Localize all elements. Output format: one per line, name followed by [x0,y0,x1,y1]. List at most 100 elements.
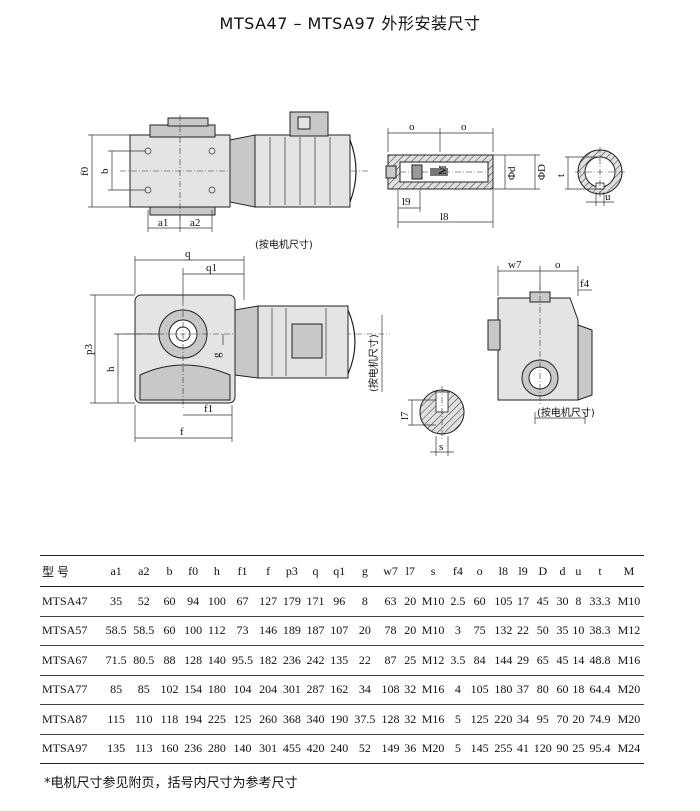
value-cell: 18 [570,675,587,705]
value-cell: 132 [491,616,516,646]
header-cell: f1 [228,555,257,587]
value-cell: 104 [228,675,257,705]
value-cell: 125 [228,704,257,735]
value-cell: 236 [280,645,304,676]
value-cell: 260 [256,704,280,735]
value-cell: 20 [402,586,419,617]
header-cell: a2 [129,555,158,587]
value-cell: 30 [554,586,571,617]
value-cell: 187 [303,616,328,646]
shaft-end-view: t u [555,147,625,206]
value-cell: 64.4 [586,675,614,705]
label-a1: a1 [158,217,168,229]
value-cell: 120 [530,734,555,764]
header-cell: f0 [181,555,205,587]
value-cell: 146 [256,616,280,646]
header-cell: g [351,555,379,587]
label-p3: p3 [83,344,95,356]
value-cell: 180 [204,675,229,705]
value-cell: 140 [204,645,229,676]
value-cell: 95.4 [586,734,614,764]
label-phi-d: Φd [506,166,518,180]
dimension-table: 型 号 a1 a2 b f0 h f1 f p3 q q1 g w7 l7 s … [40,555,644,764]
value-cell: 301 [256,734,280,764]
value-cell: 105 [467,675,492,705]
label-h: h [105,366,117,372]
value-cell: 67 [228,586,257,617]
value-cell: 17 [515,586,531,617]
value-cell: 90 [554,734,571,764]
value-cell: 182 [256,645,280,676]
value-cell: 255 [491,734,516,764]
header-cell: a1 [102,555,130,587]
value-cell: 128 [378,704,403,735]
label-q1: q1 [206,262,217,274]
value-cell: M20 [613,704,644,735]
value-cell: 162 [327,675,352,705]
label-g: g [211,352,223,358]
label-l9: l9 [402,196,411,208]
value-cell: 65 [530,645,555,676]
side-view: w7 o f4 (按电机尺寸) [487,259,595,424]
value-cell: 48.8 [586,645,614,676]
header-cell: w7 [378,555,403,587]
value-cell: 171 [303,586,328,617]
dimension-drawings: f0 b a1 a2 (按电机尺寸) o o M Φd ΦD [79,111,625,456]
value-cell: 84 [467,645,492,676]
header-cell: p3 [280,555,304,587]
header-cell: f [256,555,280,587]
value-cell: 60 [554,675,571,705]
value-cell: 25 [402,645,419,676]
value-cell: 87 [378,645,403,676]
value-cell: 85 [102,675,130,705]
value-cell: 115 [102,704,130,735]
value-cell: 225 [204,704,229,735]
value-cell: 70 [554,704,571,735]
front-view: q q1 p3 h g f1 f (按电机尺寸) [83,248,390,442]
label-l7: l7 [399,411,411,420]
header-cell: D [530,555,555,587]
value-cell: 160 [157,734,182,764]
value-cell: 3 [448,616,468,646]
value-cell: 22 [351,645,379,676]
label-u: u [605,191,611,203]
value-cell: 45 [530,586,555,617]
value-cell: 45 [554,645,571,676]
value-cell: 194 [181,704,205,735]
motor-note-top: (按电机尺寸) [255,238,313,251]
label-a2: a2 [190,217,200,229]
value-cell: 105 [491,586,516,617]
footnote: *电机尺寸参见附页，括号内尺寸为参考尺寸 [44,776,298,791]
value-cell: 96 [327,586,352,617]
value-cell: 52 [351,734,379,764]
value-cell: M12 [613,616,644,646]
value-cell: 287 [303,675,328,705]
value-cell: 20 [402,616,419,646]
value-cell: 8 [570,586,587,617]
header-cell: l7 [402,555,419,587]
value-cell: 154 [181,675,205,705]
value-cell: M10 [418,616,449,646]
value-cell: 74.9 [586,704,614,735]
value-cell: 368 [280,704,304,735]
value-cell: 95.5 [228,645,257,676]
label-f: f [180,426,184,438]
value-cell: 140 [228,734,257,764]
value-cell: 5 [448,734,468,764]
model-cell: MTSA87 [40,704,103,735]
value-cell: 240 [327,734,352,764]
header-cell: M [613,555,644,587]
value-cell: 10 [570,616,587,646]
value-cell: 52 [129,586,158,617]
value-cell: 88 [157,645,182,676]
motor-note-side: (按电机尺寸) [367,334,380,392]
label-s: s [439,441,443,453]
label-f0: f0 [79,166,91,176]
value-cell: 38.3 [586,616,614,646]
value-cell: 8 [351,586,379,617]
table-header-row: 型 号 a1 a2 b f0 h f1 f p3 q q1 g w7 l7 s … [40,555,644,587]
shaft-section-view: o o M Φd ΦD l9 l8 [385,121,548,228]
